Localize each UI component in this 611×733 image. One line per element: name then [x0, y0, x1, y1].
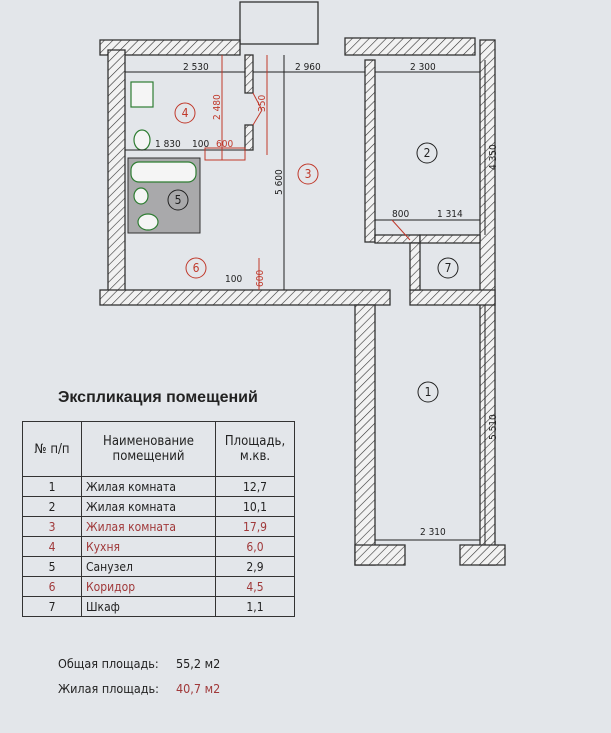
header-number: № п/п	[22, 421, 82, 477]
row-number: 3	[22, 516, 82, 537]
dim-label: 2 480	[212, 94, 223, 120]
living-area-label: Жилая площадь:	[58, 681, 159, 696]
room-number: 7	[445, 261, 452, 275]
room-number: 1	[425, 385, 432, 399]
row-name: Санузел	[81, 556, 216, 577]
row-name: Жилая комната	[81, 476, 216, 497]
dim-label: 2 530	[183, 62, 209, 73]
room-number: 3	[305, 167, 312, 181]
row-number: 4	[22, 536, 82, 557]
row-area: 2,9	[215, 556, 295, 577]
room-number: 6	[193, 261, 200, 275]
row-area: 10,1	[215, 496, 295, 517]
dim-label: 2 960	[295, 62, 321, 73]
dim-label: 600	[216, 139, 233, 150]
row-number: 2	[22, 496, 82, 517]
dimension-lines	[125, 55, 486, 545]
living-area-value: 40,7 м2	[176, 681, 221, 696]
living-area: Жилая площадь: 40,7 м2	[58, 681, 220, 696]
bathtub-icon	[130, 161, 197, 183]
room-number: 2	[424, 146, 431, 160]
row-number: 5	[22, 556, 82, 577]
walls	[99, 1, 506, 566]
dim-label: 5 600	[274, 169, 285, 195]
total-area-label: Общая площадь:	[58, 656, 159, 671]
row-area: 17,9	[215, 516, 295, 537]
header-name: Наименование помещений	[81, 421, 216, 477]
red-dimension-labels: 2 480 350 600 600	[212, 94, 268, 287]
stove-icon	[130, 81, 154, 108]
dim-label: 2 310	[420, 527, 446, 538]
row-name: Жилая комната	[81, 516, 216, 537]
washbasin-icon	[133, 187, 149, 205]
row-number: 1	[22, 476, 82, 497]
room-markers: 4 3 6 2 5 7 1	[167, 102, 459, 403]
dim-label: 800	[392, 209, 409, 220]
dim-label: 100	[225, 274, 242, 285]
dim-label: 2 300	[410, 62, 436, 73]
dim-label: 1 314	[437, 209, 463, 220]
row-name: Коридор	[81, 576, 216, 597]
dimension-labels: 2 530 2 960 2 300 4 350 5 600 1 830 100 …	[155, 62, 499, 538]
row-name: Кухня	[81, 536, 216, 557]
row-name: Шкаф	[81, 596, 216, 617]
row-number: 7	[22, 596, 82, 617]
row-number: 6	[22, 576, 82, 597]
row-area: 1,1	[215, 596, 295, 617]
explication-title: Экспликация помещений	[58, 389, 258, 406]
header-area: Площадь, м.кв.	[215, 421, 295, 477]
dim-label: 5 510	[488, 414, 499, 440]
room-number: 5	[175, 193, 182, 207]
row-area: 4,5	[215, 576, 295, 597]
row-area: 12,7	[215, 476, 295, 497]
total-area: Общая площадь: 55,2 м2	[58, 656, 220, 671]
total-area-value: 55,2 м2	[176, 656, 221, 671]
dim-label: 350	[257, 95, 268, 112]
explication-table: № п/п Наименование помещений Площадь, м.…	[22, 421, 295, 617]
dim-label: 4 350	[488, 144, 499, 170]
dim-label: 600	[255, 270, 266, 287]
red-changes	[204, 55, 411, 290]
dim-label: 100	[192, 139, 209, 150]
row-name: Жилая комната	[81, 496, 216, 517]
toilet-icon	[137, 213, 159, 231]
dim-label: 1 830	[155, 139, 181, 150]
fixtures	[130, 81, 197, 231]
sink-icon	[133, 129, 151, 151]
row-area: 6,0	[215, 536, 295, 557]
room-number: 4	[182, 106, 189, 120]
